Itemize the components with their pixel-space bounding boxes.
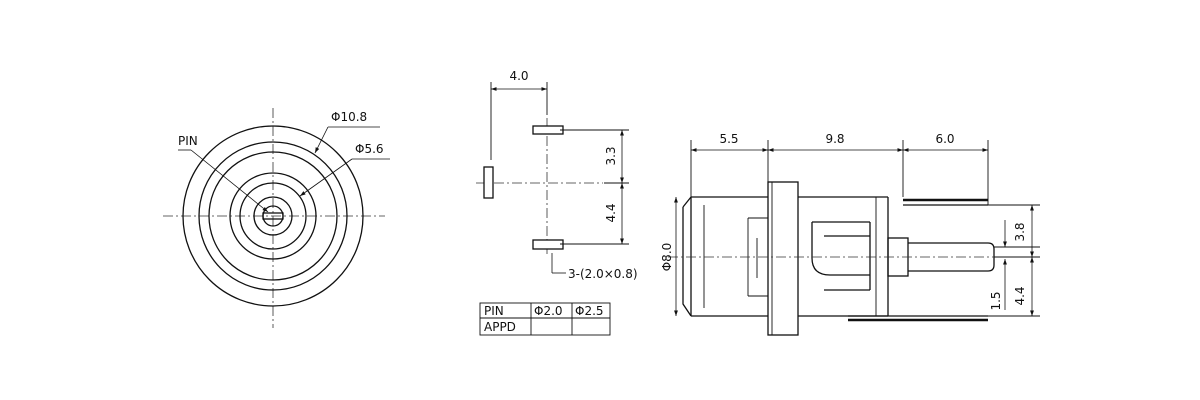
body-front-chamfer [682, 196, 692, 208]
inner-dia-label: Φ5.6 [355, 142, 384, 156]
lower-pin-text: 1.5 [989, 291, 1003, 310]
pin-table-border [479, 302, 611, 336]
contact-spring [811, 222, 870, 276]
pin-table-header-d20: Φ2.0 [534, 304, 563, 318]
total-height-text: 4.4 [1013, 286, 1027, 305]
body-front-edge [682, 207, 692, 317]
flange [767, 181, 799, 336]
dim-a-text: 5.5 [719, 132, 738, 146]
outer-dia-leader [314, 126, 329, 154]
pin-slot [262, 212, 284, 220]
pin-leader [190, 149, 269, 213]
bore-circle [229, 172, 317, 260]
upper-dim-text: 3.3 [604, 146, 618, 165]
side-view: 5.5 9.8 6.0 [660, 132, 1040, 336]
dim-c-text: 6.0 [935, 132, 954, 146]
pin-label: PIN [178, 134, 198, 148]
front-view: PIN Φ10.8 Φ5.6 [163, 108, 390, 328]
pin-table-header-d25: Φ2.5 [575, 304, 604, 318]
pin-table-header-pin: PIN [484, 304, 504, 318]
pin-ring-circle [253, 196, 293, 236]
pin-table-row-label: APPD [484, 320, 516, 334]
bottom-slot [532, 239, 564, 250]
lower-dim-text: 4.4 [604, 203, 618, 222]
pin-height-text: 3.8 [1013, 222, 1027, 241]
inner-bore-circle [239, 182, 307, 250]
pcb-layout: 4.0 3.3 4.4 3-(2.0×0.8) [476, 69, 638, 281]
pin-table: PIN Φ2.0 Φ2.5 APPD [479, 302, 611, 336]
body-circle [198, 141, 348, 291]
width-dim-text: 4.0 [509, 69, 528, 83]
slots-note-text: 3-(2.0×0.8) [568, 267, 638, 281]
body-dia-text: Φ8.0 [660, 243, 674, 272]
dim-b-text: 9.8 [825, 132, 844, 146]
inner-dia-leader [299, 158, 353, 197]
flange-circle [208, 151, 338, 281]
side-slot [483, 166, 494, 199]
outer-circle [182, 125, 364, 307]
top-slot [532, 125, 564, 135]
outer-dia-label: Φ10.8 [331, 110, 367, 124]
